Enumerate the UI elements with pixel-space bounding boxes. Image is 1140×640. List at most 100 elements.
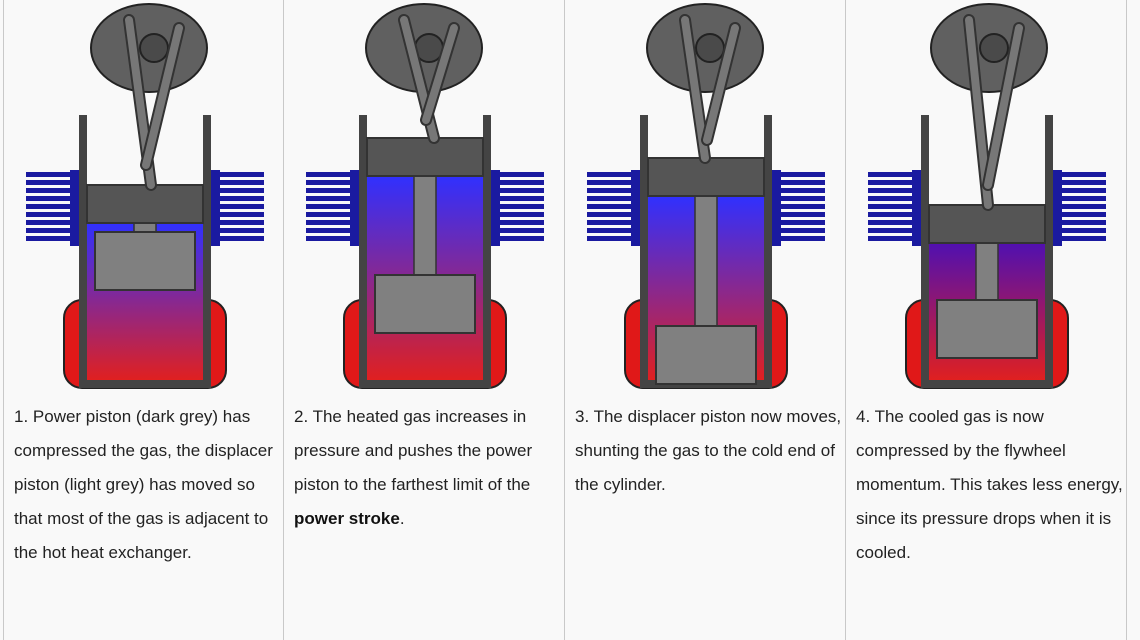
cold-fin-right [496,196,544,201]
cold-fin-right [216,212,264,217]
caption-text: 2. The heated gas increases in pressure … [294,407,533,494]
caption-text: 3. The displacer piston now moves, shunt… [575,407,842,494]
cold-fin-right [1058,220,1106,225]
cylinder-wall-right [1045,115,1053,387]
power-piston [366,137,484,177]
cold-fin-right [1058,228,1106,233]
cold-fin-right [496,220,544,225]
cylinder-bottom [921,380,1053,388]
displacer-piston [936,299,1038,359]
displacer-piston [94,231,196,291]
caption-term: power stroke [294,509,400,528]
cold-fin-right [777,236,825,241]
caption-4: 4. The cooled gas is now compressed by t… [856,400,1124,570]
engine-art-3 [587,3,825,389]
flywheel-hub [139,33,169,63]
cold-fin-right [777,172,825,177]
cold-fin-left [26,204,74,209]
cold-fin-left [306,204,354,209]
cold-fin-left [868,180,916,185]
displacer-rod [133,222,157,233]
displacer-piston [374,274,476,334]
cold-fin-left [26,172,74,177]
cylinder-bottom [79,380,211,388]
cold-fin-left [587,220,635,225]
caption-text: 1. Power piston (dark grey) has compress… [14,407,273,562]
cold-fin-right [216,180,264,185]
cold-fin-right [496,188,544,193]
cold-fin-right [777,228,825,233]
cold-fin-right [216,172,264,177]
cold-fin-right [777,212,825,217]
cold-fin-right [1058,212,1106,217]
displacer-connecting-rod [142,24,183,169]
cold-fin-right [216,220,264,225]
cold-fin-right [777,220,825,225]
cold-fin-left [26,196,74,201]
cold-fin-left [26,180,74,185]
panel-4: 4. The cooled gas is now compressed by t… [846,0,1127,640]
panel-2: 2. The heated gas increases in pressure … [284,0,565,640]
displacer-rod [694,195,718,327]
caption-1: 1. Power piston (dark grey) has compress… [14,400,282,570]
cylinder-wall-left [640,115,648,387]
cylinder-wall-left [79,115,87,387]
cold-exchanger-left [631,170,641,246]
cold-fin-right [777,188,825,193]
cold-fin-right [1058,188,1106,193]
cold-exchanger-left [912,170,922,246]
cold-fin-right [777,204,825,209]
cold-fin-left [26,228,74,233]
displacer-rod [413,175,437,276]
cold-exchanger-left [350,170,360,246]
cold-fin-right [777,196,825,201]
caption-3: 3. The displacer piston now moves, shunt… [575,400,843,502]
cold-fin-left [306,196,354,201]
cold-fin-right [777,180,825,185]
cold-fin-left [26,212,74,217]
engine-art-1 [26,3,264,389]
diagram-grid: 1. Power piston (dark grey) has compress… [3,0,1137,640]
cold-fin-right [496,212,544,217]
cold-fin-right [216,236,264,241]
cold-fin-left [868,188,916,193]
flywheel-hub [979,33,1009,63]
cylinder-wall-right [764,115,772,387]
cold-fin-left [587,196,635,201]
cylinder-wall-right [203,115,211,387]
cold-exchanger-right [1052,170,1062,246]
cold-fin-left [587,228,635,233]
cold-fin-left [306,188,354,193]
cylinder-bottom [359,380,491,388]
cold-fin-right [1058,236,1106,241]
cold-fin-left [587,212,635,217]
cold-fin-left [587,172,635,177]
cold-fin-right [1058,180,1106,185]
cold-fin-right [496,236,544,241]
displacer-piston [655,325,757,385]
cold-fin-left [587,188,635,193]
cold-fin-left [306,212,354,217]
cold-fin-right [216,188,264,193]
cold-fin-right [216,204,264,209]
cold-fin-left [26,220,74,225]
cold-fin-right [1058,196,1106,201]
cold-fin-left [306,220,354,225]
cold-fin-left [306,228,354,233]
power-piston [928,204,1046,244]
cold-fin-right [1058,172,1106,177]
engine-art-4 [868,3,1106,389]
cold-fin-right [1058,204,1106,209]
cylinder-wall-left [359,115,367,387]
cold-exchanger-left [70,170,80,246]
cold-fin-left [868,236,916,241]
displacer-connecting-rod [703,24,739,144]
displacer-rod [975,242,999,301]
displacer-connecting-rod [422,24,458,124]
cold-fin-left [868,196,916,201]
caption-text: . [399,509,405,528]
cold-exchanger-right [771,170,781,246]
cold-fin-right [496,228,544,233]
power-piston [86,184,204,224]
power-piston [647,157,765,197]
